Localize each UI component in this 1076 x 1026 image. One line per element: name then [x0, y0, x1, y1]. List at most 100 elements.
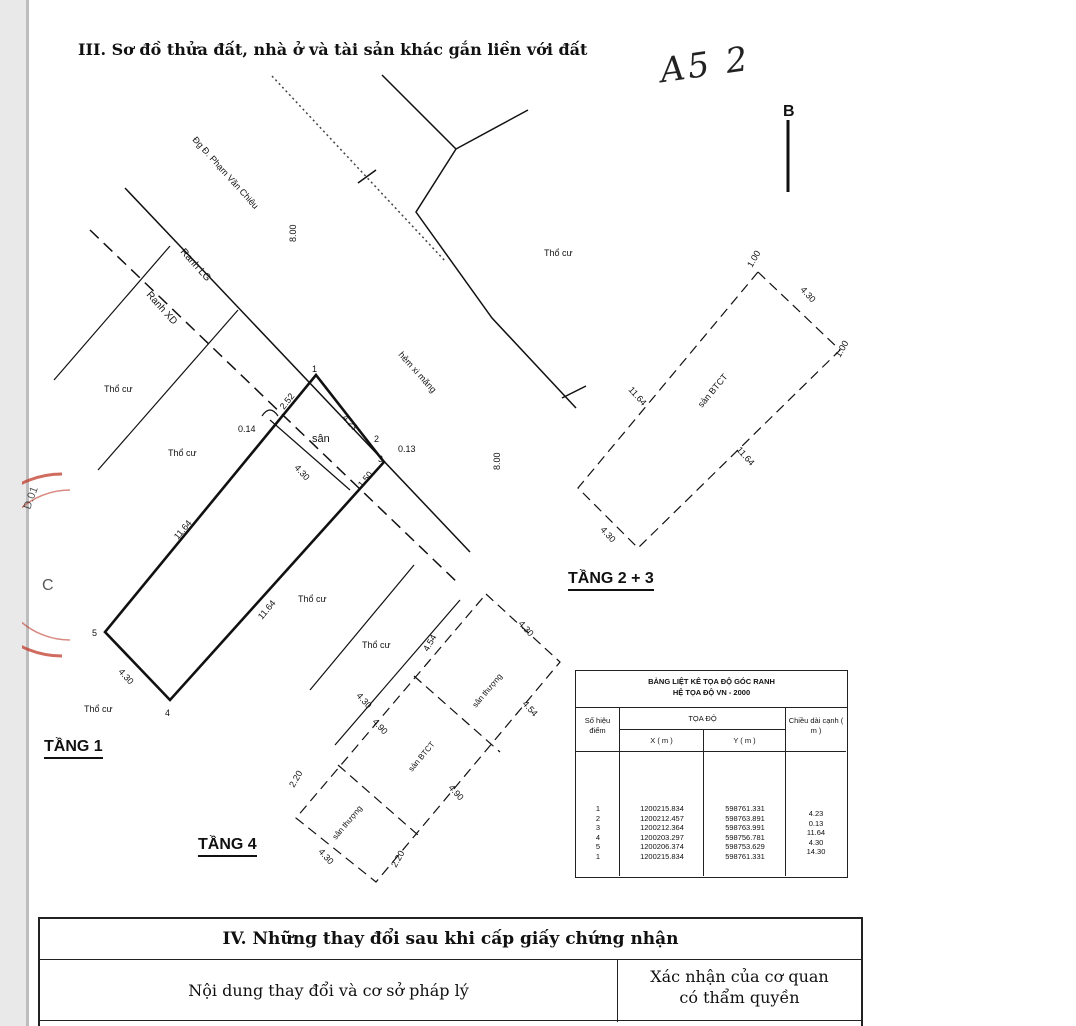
col-header-coord: TỌA ĐỘ	[620, 708, 786, 730]
north-arrow-label: B	[783, 103, 795, 120]
table-cell: 598763.991	[725, 823, 765, 832]
land-label: Thổ cư	[362, 640, 391, 650]
table-cell: 1200212.457	[640, 813, 684, 823]
table-cell: 3	[595, 823, 601, 832]
dim-label: 11.64	[735, 445, 757, 468]
dim-label: 4.30	[799, 285, 818, 305]
table-cell: 1200212.364	[640, 823, 684, 832]
table-cell: 598756.781	[725, 832, 765, 842]
floor23-outline	[577, 271, 841, 549]
parcel-line	[53, 245, 171, 381]
arc-mark	[261, 409, 279, 417]
tick-mark	[357, 169, 377, 184]
table-cell: 1200206.374	[640, 842, 684, 851]
coordinate-table-grid: Số hiệu điểm TỌA ĐỘ X ( m ) Y ( m ) Chiề…	[576, 708, 846, 876]
floor4-label: sân thượng	[471, 672, 504, 709]
section-iv-col-content: Nội dung thay đổi và cơ sở pháp lý	[40, 960, 618, 1022]
dim-label: 4.30	[293, 463, 312, 483]
table-cell: 598753.629	[725, 842, 765, 851]
dim-label: 4.90	[371, 717, 390, 737]
point-label: 3	[378, 454, 383, 464]
table-cell: 598761.331	[725, 804, 765, 813]
dim-label: 4.30	[599, 525, 618, 545]
dim-label: 4.54	[521, 699, 540, 719]
dim-label: 1.00	[833, 339, 850, 359]
col-rule	[785, 752, 786, 876]
floor1-label: TẦNG 1	[44, 738, 103, 759]
floor4-label: sàn BTCT	[407, 740, 437, 773]
point-label: 2	[374, 434, 379, 444]
dim-label: 1.50	[356, 469, 375, 489]
y-column: 598761.331 598763.891 598763.991 598756.…	[704, 804, 786, 861]
tick-mark	[561, 385, 587, 399]
red-seal-stamp: D.01 C	[22, 472, 71, 658]
coordinate-table: BẢNG LIỆT KÊ TỌA ĐỘ GÓC RANH HỆ TỌA ĐỘ V…	[575, 670, 848, 878]
land-boundary-right	[415, 148, 577, 409]
section-iii-title: III. Sơ đồ thửa đất, nhà ở và tài sản kh…	[78, 40, 588, 59]
point-label: 4	[165, 708, 170, 718]
alley-label: hẻm xi măng	[397, 350, 439, 395]
san-label: sân	[312, 433, 330, 445]
road-boundary-top	[381, 74, 529, 150]
dim-label: 0.13	[398, 444, 416, 454]
road-label: Đg Đ. Phạm Văn Chiêu	[191, 135, 261, 211]
dim-label: 4.30	[355, 691, 374, 711]
dim-label: 4.30	[317, 847, 336, 867]
col-header-x: X ( m )	[620, 730, 704, 752]
floor1-inner-line	[269, 419, 351, 491]
dim-label: 2.20	[389, 849, 406, 869]
parcel-line	[334, 599, 461, 746]
coordinate-table-title-line2: HỆ TỌA ĐỘ VN - 2000	[672, 688, 751, 697]
planning-line-xd	[89, 229, 461, 586]
dim-label: 4.30	[517, 619, 536, 639]
dim-label: 11.64	[627, 385, 649, 408]
land-label: Thổ cư	[298, 594, 327, 604]
dim-alley-width: 8.00	[492, 452, 502, 470]
point-label: 5	[92, 628, 97, 638]
frontage-line	[124, 187, 471, 553]
scan-left-margin	[0, 0, 26, 1026]
col-header-y: Y ( m )	[704, 730, 786, 752]
table-cell: 0.13	[808, 818, 824, 828]
land-label: Thổ cư	[168, 448, 197, 458]
floor23-label: sàn BTCT	[696, 371, 730, 409]
x-column: 1200215.834 1200212.457 1200212.364 1200…	[620, 804, 704, 861]
parcel-line	[309, 564, 415, 691]
floor4-divider	[337, 764, 419, 836]
table-cell: 11.64	[806, 828, 826, 837]
col-header-length: Chiều dài cạnh ( m )	[786, 708, 846, 752]
length-column: 4.23 0.13 11.64 4.30 14.30	[786, 809, 846, 857]
col-confirmation-line2: có thẩm quyền	[679, 988, 800, 1007]
section-iv-title: IV. Những thay đổi sau khi cấp giấy chứn…	[40, 919, 861, 960]
floor23-title: TẦNG 2 + 3	[568, 570, 654, 591]
dim-road-width: 8.00	[288, 224, 298, 242]
table-cell: 598761.331	[725, 851, 765, 861]
floor1-plot	[103, 372, 386, 702]
table-cell: 14.30	[806, 847, 826, 856]
svg-text:D.01: D.01	[22, 485, 41, 511]
land-label: Thổ cư	[104, 384, 133, 394]
dim-label: 1.00	[745, 249, 762, 269]
svg-text:C: C	[42, 577, 54, 594]
section-iv-col-confirmation: Xác nhận của cơ quan có thẩm quyền	[618, 960, 861, 1022]
table-cell: 1	[595, 804, 601, 813]
floor4-label: sân thượng	[331, 804, 364, 841]
table-cell: 2	[595, 813, 601, 823]
road-edge-dotted	[271, 75, 447, 263]
floor4-title: TẦNG 4	[198, 836, 257, 857]
land-label: Thổ cư	[84, 704, 113, 714]
point-label: 1	[312, 364, 317, 374]
table-cell: 1	[595, 851, 601, 861]
coordinate-table-title: BẢNG LIỆT KÊ TỌA ĐỘ GÓC RANH HỆ TỌA ĐỘ V…	[576, 671, 847, 708]
table-cell: 5	[595, 842, 601, 851]
dim-label: 4.90	[447, 783, 466, 803]
coordinate-table-title-line1: BẢNG LIỆT KÊ TỌA ĐỘ GÓC RANH	[648, 677, 775, 686]
section-iv-divider	[40, 1020, 861, 1021]
col-rule	[619, 752, 620, 876]
page-edge-shadow	[26, 0, 29, 1026]
ranh-xd-label: Ranh XD	[144, 290, 179, 328]
dim-label: 4.54	[421, 633, 438, 653]
dim-label: 4.23	[341, 413, 360, 433]
